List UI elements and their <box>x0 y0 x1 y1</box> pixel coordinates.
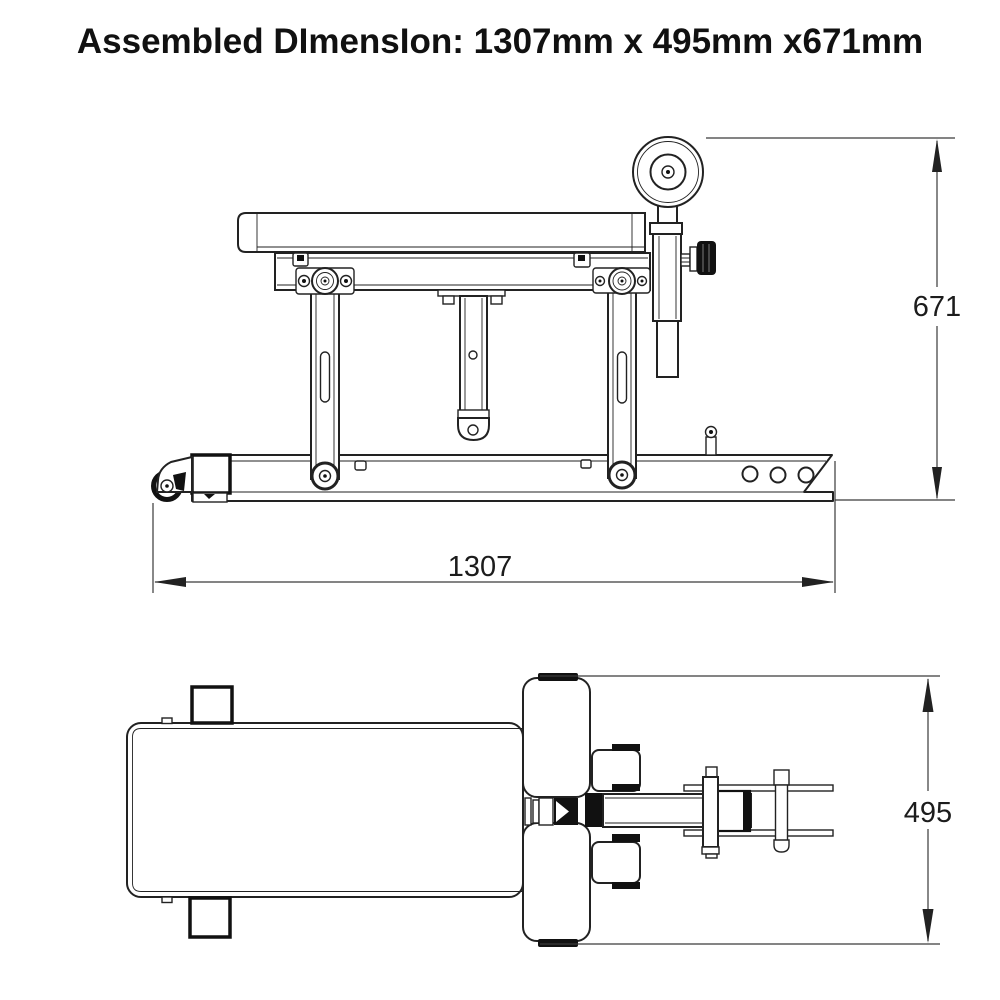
page-title: Assembled DImensIon: 1307mm x 495mm x671… <box>76 22 924 61</box>
roller-bracket-lower <box>591 834 641 889</box>
dimension-height: 671 <box>706 137 961 501</box>
top-view <box>126 673 834 947</box>
roller-axle <box>524 793 603 827</box>
base-frame <box>190 453 834 503</box>
dimension-annotations: 671 1307 495 <box>152 137 961 945</box>
extension-arm <box>602 789 752 833</box>
bolt-slot <box>580 459 592 469</box>
transport-wheel <box>151 455 193 502</box>
front-leg <box>310 274 340 480</box>
center-support <box>437 289 506 442</box>
rear-lower-pivot <box>607 460 637 490</box>
frame-tab <box>161 896 173 904</box>
rear-upper-pivot <box>594 267 648 295</box>
bench-pad <box>237 212 646 253</box>
dimension-length: 1307 <box>152 461 836 593</box>
bench-pad-top <box>126 685 524 939</box>
frame-tab <box>161 717 173 725</box>
side-view <box>151 136 834 503</box>
adjustment-knob <box>680 241 716 275</box>
length-label: 1307 <box>448 551 513 583</box>
cross-bolt-rear <box>773 769 790 853</box>
front-lower-pivot <box>310 461 340 491</box>
stabilizer-foot <box>188 896 232 939</box>
front-upper-pivot <box>297 267 353 295</box>
roller-bracket-upper <box>591 744 641 792</box>
width-label: 495 <box>904 797 952 829</box>
stabilizer-foot <box>190 685 234 725</box>
height-label: 671 <box>913 291 961 323</box>
roller-post <box>649 199 683 378</box>
bolt-slot <box>354 460 367 471</box>
foam-rollers-top <box>522 673 591 947</box>
adjustment-pin <box>704 425 718 456</box>
rear-leg <box>607 274 637 479</box>
foam-roller-side <box>632 136 704 208</box>
frame-rails <box>683 784 834 837</box>
cross-bolt-front <box>701 766 720 859</box>
dimension-width: 495 <box>540 675 952 945</box>
